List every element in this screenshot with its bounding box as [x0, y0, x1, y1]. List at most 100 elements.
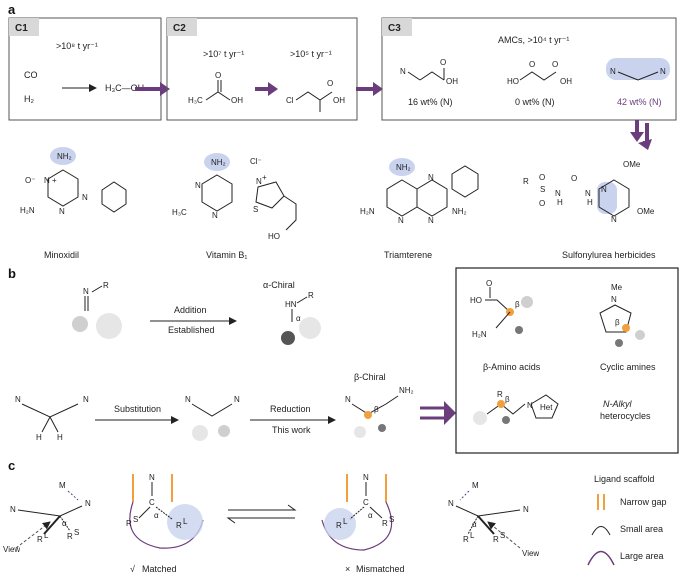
atom: Cl: [286, 96, 294, 105]
c3-value-malonic: 0 wt% (N): [515, 97, 555, 107]
b-substituted: N N: [185, 395, 240, 441]
atom: N: [83, 287, 89, 296]
box-c3: C3 AMCs, >10⁴ t yr⁻¹ N O OH 16 wt% (N) H…: [381, 17, 677, 121]
atom: R: [67, 532, 73, 541]
atom: HO: [268, 232, 280, 241]
b-beta-chiral: β-Chiral: [354, 372, 386, 382]
panel-label-b: b: [8, 266, 16, 281]
atom: R: [103, 281, 109, 290]
box-c1: C1 >10⁸ t yr⁻¹ CO H₂ H₃C—OH: [8, 17, 162, 121]
atom: N: [398, 216, 404, 225]
atom: OMe: [637, 207, 655, 216]
b-malononitrile: N N H H: [15, 395, 89, 442]
drug-name-vitamin-b1: Vitamin B₁: [206, 250, 247, 260]
atom: α: [296, 314, 301, 323]
atom: O: [327, 79, 333, 88]
atom: N: [363, 473, 369, 482]
atom: NH₂: [452, 207, 467, 216]
atom: NH₂: [211, 158, 226, 167]
atom: N: [59, 207, 65, 216]
atom: NH₂: [396, 163, 411, 172]
atom: R: [382, 519, 388, 528]
c1-rate: >10⁸ t yr⁻¹: [56, 41, 98, 51]
atom: S: [133, 515, 138, 524]
atom: O: [486, 279, 492, 288]
atom: N: [448, 499, 454, 508]
atom: Me: [611, 283, 623, 292]
atom: N: [601, 185, 607, 194]
atom: H: [36, 433, 42, 442]
atom: β: [505, 395, 510, 404]
atom: N: [428, 173, 434, 182]
atom: OH: [446, 77, 458, 86]
atom: O: [552, 60, 558, 69]
atom: O⁻: [25, 176, 35, 185]
c1-reactant-h2: H₂: [24, 94, 34, 104]
atom: S: [500, 531, 505, 540]
b-addition: Addition: [174, 305, 207, 315]
atom: N: [44, 176, 50, 185]
b-this-work: This work: [272, 425, 311, 435]
legend-narrow-gap: Narrow gap: [620, 497, 667, 507]
atom: N: [83, 395, 89, 404]
legend-small-area: Small area: [620, 524, 663, 534]
atom: R: [463, 535, 469, 544]
atom: N: [212, 211, 218, 220]
atom: R: [493, 535, 499, 544]
c3-value-cyanoacetic: 16 wt% (N): [408, 97, 453, 107]
drug-sulfonylurea: OMe R S O O H N O N H N N OMe Sulfonylur…: [523, 160, 656, 260]
box-c1-label: C1: [15, 23, 28, 34]
atom: Het: [540, 403, 553, 412]
equilibrium-back: [226, 517, 295, 524]
atom: View: [522, 549, 539, 558]
atom: R: [497, 390, 503, 399]
atom: N: [660, 67, 666, 76]
atom: R: [336, 521, 342, 530]
atom: N: [10, 505, 16, 514]
c2-rate2: >10⁵ t yr⁻¹: [290, 49, 332, 59]
mismatched-mark: ×: [345, 564, 350, 574]
atom: H: [587, 198, 593, 207]
box-c3-label: C3: [388, 23, 401, 34]
atom: N: [555, 189, 561, 198]
atom: α: [62, 519, 67, 528]
atom: +: [52, 176, 57, 185]
atom: R: [126, 519, 132, 528]
c3-value-malononitrile: 42 wt% (N): [617, 97, 662, 107]
matched-mark: √: [130, 564, 135, 574]
atom: Cl⁻: [250, 157, 262, 166]
atom: H₃C: [188, 96, 203, 105]
c-mismatched: N C α R L R S × Mismatched: [321, 473, 405, 574]
b-beta-product: N NH₂ β: [345, 386, 414, 438]
drug-minoxidil: NH₂ O⁻ N + H₂N N N Minoxidil: [20, 147, 127, 260]
atom: S: [389, 515, 394, 524]
atom: L: [44, 531, 49, 540]
atom: R: [176, 521, 182, 530]
atom: N: [523, 505, 529, 514]
atom: α: [368, 511, 373, 520]
b-imine: N R: [72, 281, 122, 339]
atom: M: [472, 481, 479, 490]
atom: N: [149, 473, 155, 482]
c-matched: N C α R S R L √ Matched: [126, 473, 204, 574]
atom: R: [308, 291, 314, 300]
atom: H₂N: [472, 330, 487, 339]
atom: N: [15, 395, 21, 404]
c-left-perspective: M N N α R L R S View: [3, 481, 91, 554]
box-c2-label: C2: [173, 23, 186, 34]
panel-label-c: c: [8, 458, 15, 473]
atom: N: [610, 67, 616, 76]
atom: N: [234, 395, 240, 404]
c-right-perspective: M N N α R L R S View: [448, 481, 539, 558]
atom: H₂N: [20, 206, 35, 215]
atom: M: [59, 481, 66, 490]
atom: H: [57, 433, 63, 442]
atom: N: [400, 67, 406, 76]
atom: O: [571, 174, 577, 183]
atom: OH: [231, 96, 243, 105]
drug-vitamin-b1: NH₂ Cl⁻ N + H₃C N N S HO Vitamin B₁: [172, 153, 297, 260]
atom: β: [374, 405, 379, 414]
drug-triamterene: NH₂ N H₂N N N NH₂ Triamterene: [360, 158, 479, 260]
atom: L: [183, 517, 188, 526]
atom: C: [149, 498, 155, 507]
